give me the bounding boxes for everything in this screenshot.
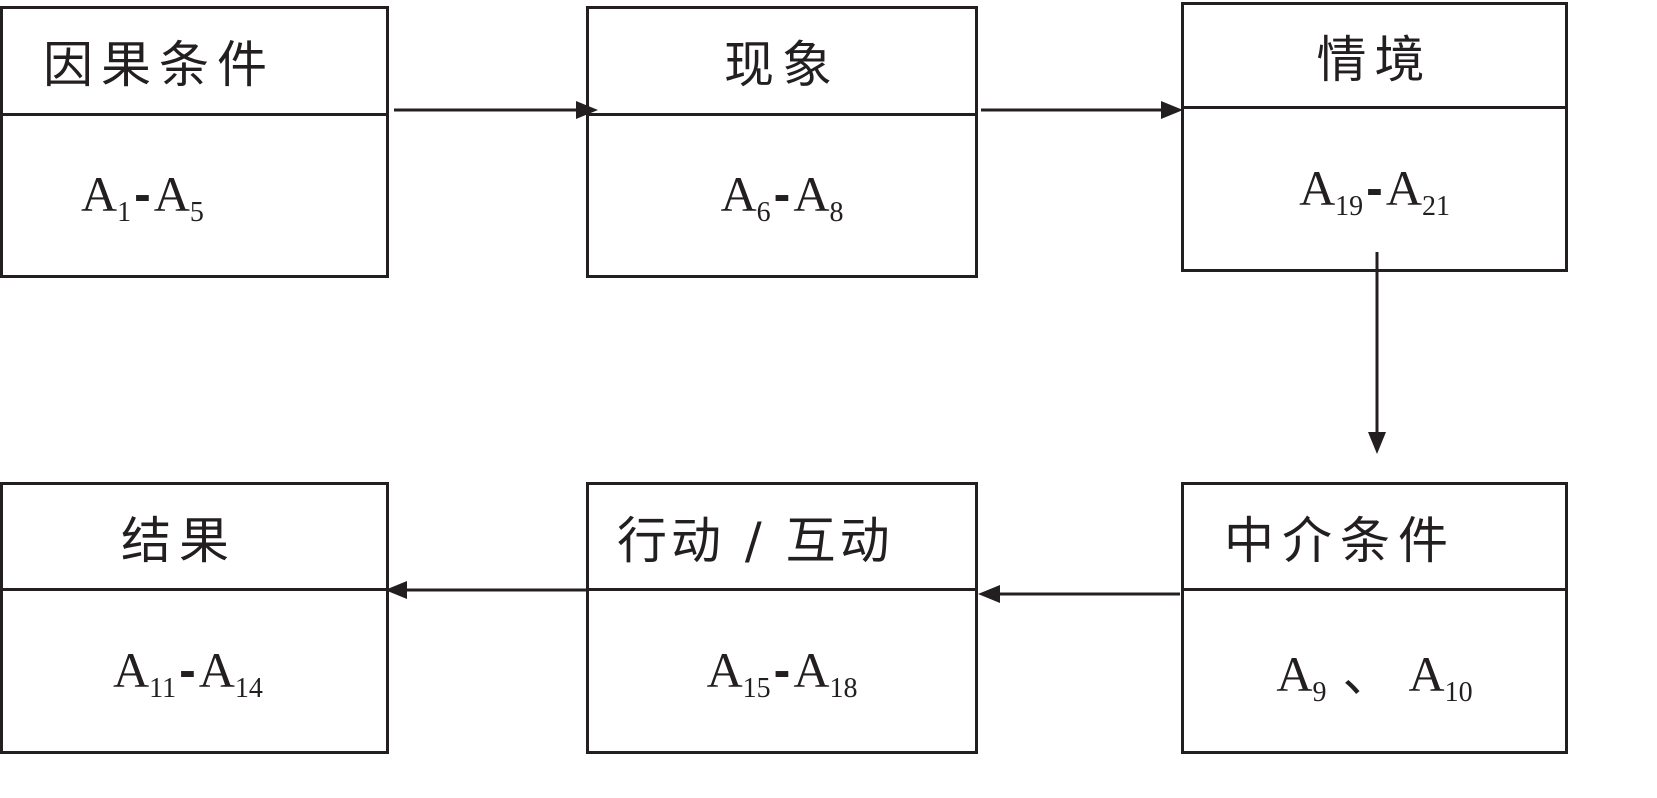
header-label: 因果条件 bbox=[43, 36, 275, 94]
header-label: 现象 bbox=[724, 36, 840, 94]
code-range-label: A6-A8 bbox=[720, 166, 844, 228]
arrow-context-to-intervening bbox=[1368, 252, 1386, 454]
arrow-action-to-consequences bbox=[385, 581, 586, 599]
header-label: 中介条件 bbox=[1224, 511, 1456, 570]
box-action-interaction: 行动 / 互动 A15-A18 bbox=[586, 482, 978, 754]
box-content: A6-A8 bbox=[589, 113, 975, 275]
box-header: 中介条件 bbox=[1184, 485, 1565, 591]
box-phenomenon: 现象 A6-A8 bbox=[586, 6, 978, 278]
header-label: 行动 / 互动 bbox=[617, 511, 894, 570]
arrow-phenomenon-to-context bbox=[981, 101, 1183, 119]
box-content: A15-A18 bbox=[589, 588, 975, 751]
code-range-label: A15-A18 bbox=[706, 641, 858, 704]
box-header: 现象 bbox=[589, 9, 975, 116]
box-content: A9、A10 bbox=[1184, 588, 1565, 751]
arrow-causal-to-phenomenon bbox=[394, 101, 598, 119]
code-range-label: A11-A14 bbox=[113, 641, 263, 704]
box-content: A1-A5 bbox=[3, 113, 386, 275]
box-causal-conditions: 因果条件 A1-A5 bbox=[0, 6, 389, 278]
box-intervening-conditions: 中介条件 A9、A10 bbox=[1181, 482, 1568, 754]
box-header: 结果 bbox=[3, 485, 386, 591]
box-header: 情境 bbox=[1184, 5, 1565, 109]
code-range-label: A9、A10 bbox=[1276, 645, 1473, 708]
box-header: 因果条件 bbox=[3, 9, 386, 116]
header-label: 结果 bbox=[121, 511, 237, 570]
header-label: 情境 bbox=[1316, 30, 1433, 89]
arrow-intervening-to-action bbox=[978, 585, 1180, 603]
box-consequences: 结果 A11-A14 bbox=[0, 482, 389, 754]
box-header: 行动 / 互动 bbox=[589, 485, 975, 591]
box-context: 情境 A19-A21 bbox=[1181, 2, 1568, 272]
box-content: A11-A14 bbox=[3, 588, 386, 751]
code-range-label: A19-A21 bbox=[1299, 159, 1450, 222]
code-range-label: A1-A5 bbox=[81, 166, 204, 228]
box-content: A19-A21 bbox=[1184, 106, 1565, 269]
